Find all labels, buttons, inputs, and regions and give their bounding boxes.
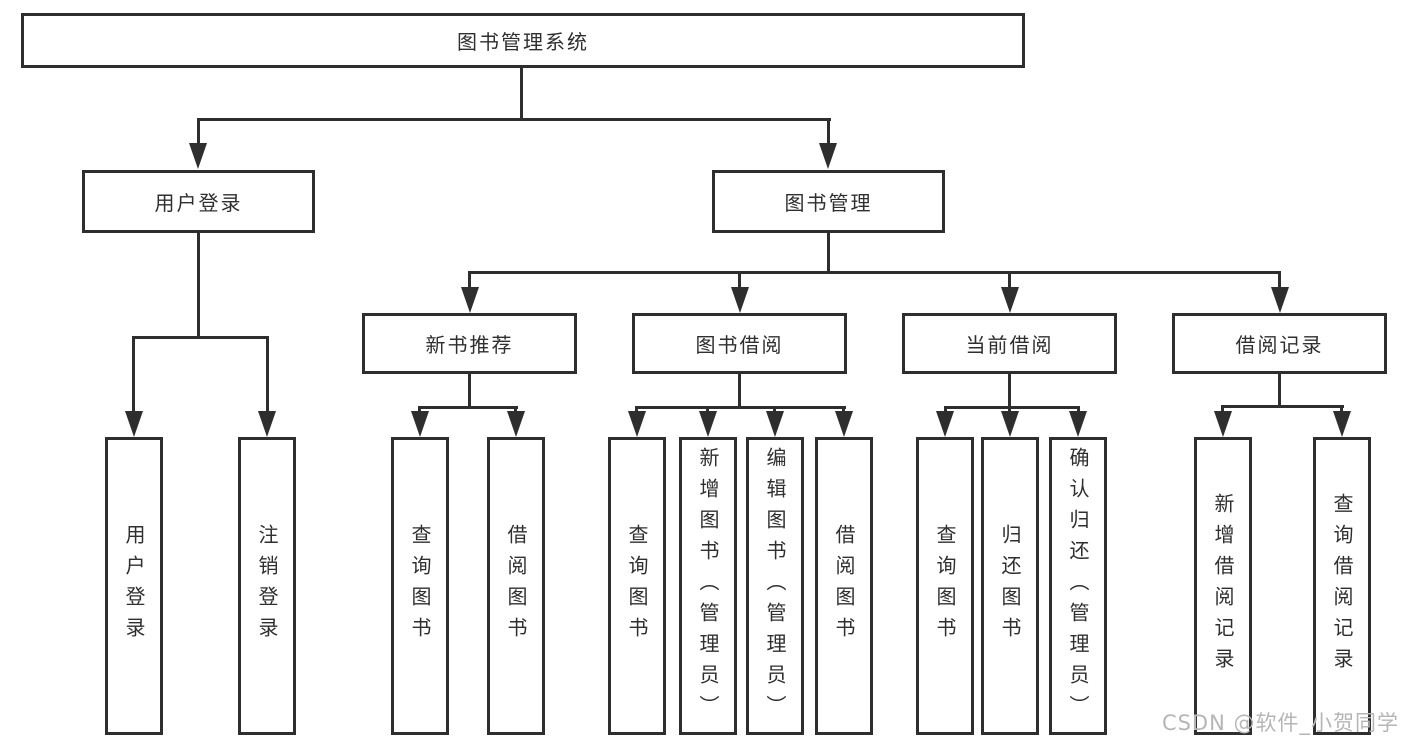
arrow-down-icon: [411, 411, 429, 437]
leaf-edit-book-admin: 编辑图书（管理员）: [746, 437, 804, 735]
connector-vline: [773, 406, 776, 414]
connector-vline: [197, 233, 200, 336]
node-book-borrow-label: 图书借阅: [695, 333, 784, 357]
arrow-down-icon: [461, 287, 479, 313]
connector-vline: [1221, 405, 1224, 414]
node-new-book-rec-label: 新书推荐: [425, 333, 514, 357]
arrow-down-icon: [1333, 411, 1351, 437]
arrow-down-icon: [1271, 287, 1289, 313]
arrow-down-icon: [936, 411, 954, 437]
connector-vline: [1278, 271, 1281, 291]
connector-vline: [1077, 406, 1080, 414]
arrow-down-icon: [189, 143, 207, 169]
node-user-login-label: 用户登录: [154, 191, 243, 215]
connector-hline: [468, 271, 1281, 274]
connector-vline: [1008, 271, 1011, 291]
leaf-return-book: 归还图书: [981, 437, 1039, 735]
leaf-edit-book-admin-label: 编辑图书（管理员）: [763, 446, 787, 726]
connector-vline: [842, 406, 845, 414]
leaf-query-borrow-record-label: 查询借阅记录: [1330, 493, 1354, 679]
leaf-query-books-rec: 查询图书: [391, 437, 449, 735]
leaf-logout: 注销登录: [238, 437, 296, 735]
arrow-down-icon: [731, 287, 749, 313]
arrow-down-icon: [1001, 411, 1019, 437]
connector-vline: [266, 336, 269, 416]
connector-hline: [635, 406, 846, 409]
leaf-return-book-label: 归还图书: [998, 524, 1022, 648]
connector-vline: [132, 336, 135, 416]
connector-vline: [635, 406, 638, 414]
connector-hline: [418, 406, 518, 409]
leaf-confirm-return-admin: 确认归还（管理员）: [1049, 437, 1107, 735]
connector-vline: [1340, 405, 1343, 414]
arrow-down-icon: [1001, 287, 1019, 313]
connector-vline: [738, 271, 741, 291]
arrow-down-icon: [766, 411, 784, 437]
leaf-add-book-admin: 新增图书（管理员）: [679, 437, 737, 735]
connector-vline: [418, 406, 421, 414]
connector-vline: [827, 118, 830, 146]
connector-hline: [1221, 405, 1344, 408]
node-root-label: 图书管理系统: [457, 30, 589, 54]
node-book-borrow: 图书借阅: [632, 313, 847, 374]
connector-hline: [132, 336, 269, 339]
connector-vline: [944, 406, 947, 414]
arrow-down-icon: [507, 411, 525, 437]
leaf-borrow-books-rec: 借阅图书: [487, 437, 545, 735]
arrow-down-icon: [628, 411, 646, 437]
connector-vline: [197, 118, 200, 146]
leaf-query-borrow-record: 查询借阅记录: [1313, 437, 1371, 735]
node-current-borrow-label: 当前借阅: [965, 333, 1054, 357]
node-book-mgmt: 图书管理: [712, 170, 945, 233]
csdn-watermark: CSDN @软件_小贺同学: [1161, 711, 1399, 735]
leaf-logout-label: 注销登录: [255, 524, 279, 648]
connector-vline: [1008, 374, 1011, 406]
node-current-borrow: 当前借阅: [902, 313, 1117, 374]
connector-vline: [514, 406, 517, 414]
leaf-borrow-books-label: 借阅图书: [832, 524, 856, 648]
arrow-down-icon: [258, 411, 276, 437]
connector-vline: [706, 406, 709, 414]
leaf-borrow-books-rec-label: 借阅图书: [504, 524, 528, 648]
node-new-book-rec: 新书推荐: [362, 313, 577, 374]
connector-hline: [944, 406, 1080, 409]
leaf-add-borrow-record-label: 新增借阅记录: [1211, 493, 1235, 679]
node-borrow-records-label: 借阅记录: [1235, 333, 1324, 357]
node-root: 图书管理系统: [21, 13, 1025, 68]
connector-vline: [1008, 406, 1011, 414]
leaf-query-books-rec-label: 查询图书: [408, 524, 432, 648]
leaf-query-books-borrow-label: 查询图书: [625, 524, 649, 648]
node-book-mgmt-label: 图书管理: [784, 191, 873, 215]
leaf-query-books-current: 查询图书: [916, 437, 974, 735]
node-user-login: 用户登录: [82, 170, 315, 233]
leaf-confirm-return-admin-label: 确认归还（管理员）: [1066, 446, 1090, 726]
arrow-down-icon: [819, 143, 837, 169]
connector-vline: [468, 271, 471, 291]
connector-hline: [197, 118, 831, 121]
connector-vline: [520, 68, 523, 118]
connector-vline: [738, 374, 741, 406]
connector-vline: [468, 374, 471, 406]
leaf-borrow-books: 借阅图书: [815, 437, 873, 735]
arrow-down-icon: [835, 411, 853, 437]
arrow-down-icon: [699, 411, 717, 437]
leaf-add-book-admin-label: 新增图书（管理员）: [696, 446, 720, 726]
leaf-add-borrow-record: 新增借阅记录: [1194, 437, 1252, 735]
arrow-down-icon: [1214, 411, 1232, 437]
connector-vline: [827, 233, 830, 271]
leaf-user-login-label: 用户登录: [122, 524, 146, 648]
arrow-down-icon: [125, 411, 143, 437]
arrow-down-icon: [1069, 411, 1087, 437]
node-borrow-records: 借阅记录: [1172, 313, 1387, 374]
connector-vline: [1278, 374, 1281, 405]
leaf-query-books-current-label: 查询图书: [933, 524, 957, 648]
leaf-user-login: 用户登录: [105, 437, 163, 735]
leaf-query-books-borrow: 查询图书: [608, 437, 666, 735]
